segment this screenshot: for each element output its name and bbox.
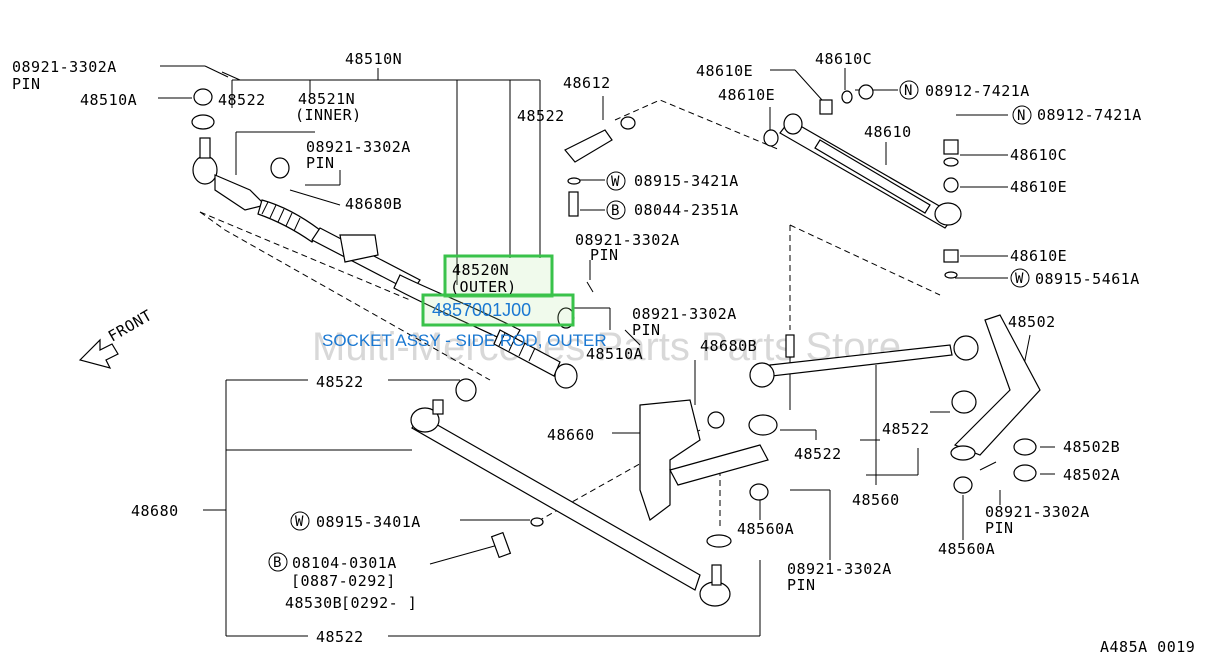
label-pin-number: 08921-3302A <box>787 560 892 578</box>
label-date-range: [0887-0292] <box>291 572 396 590</box>
label-48680B: 48680B <box>345 195 402 213</box>
label-pin: PIN <box>590 246 619 264</box>
label-48502B: 48502B <box>1063 438 1120 456</box>
small-hardware <box>191 71 636 402</box>
label-48680B: 48680B <box>700 337 757 355</box>
diagram-label: N <box>904 83 913 99</box>
label-nut: 08912-7421A <box>925 82 1030 100</box>
label-48610C: 48610C <box>1010 146 1067 164</box>
washer-symbol <box>290 511 310 531</box>
label-pin-number: 08921-3302A <box>306 138 411 156</box>
front-label: FRONT <box>105 306 155 345</box>
label-48560: 48560 <box>852 491 900 509</box>
label-washer: 08915-5461A <box>1035 270 1140 288</box>
tie-rod-inner-assembly <box>192 137 321 243</box>
label-pin: PIN <box>787 576 816 594</box>
label-48520N[interactable]: 48520N <box>452 261 509 279</box>
diagram-label: W <box>611 174 620 190</box>
label-date-range: [0292- ] <box>341 594 417 612</box>
leader-lines <box>158 65 1055 637</box>
highlight-box-part[interactable] <box>421 293 575 327</box>
label-48510A: 48510A <box>586 345 643 363</box>
label-48610E: 48610E <box>696 62 753 80</box>
nut-symbol <box>899 80 919 100</box>
label-outer: (OUTER) <box>450 278 517 296</box>
washer-symbol <box>1010 268 1030 288</box>
label-48610E: 48610E <box>1010 247 1067 265</box>
diagram-label: B <box>611 203 620 219</box>
figure-code: A485A 0019 <box>1100 638 1195 656</box>
label-washer: 08915-3401A <box>316 513 421 531</box>
label-48522: 48522 <box>316 373 364 391</box>
diagram-label: N <box>1017 108 1026 124</box>
diagram-label: W <box>295 514 304 530</box>
label-48610E: 48610E <box>1010 178 1067 196</box>
label-pin: PIN <box>12 75 41 93</box>
label-48522: 48522 <box>882 420 930 438</box>
label-48560A: 48560A <box>737 520 794 538</box>
label-48610E: 48610E <box>718 86 775 104</box>
label-pin: PIN <box>306 154 335 172</box>
label-48610C: 48610C <box>815 50 872 68</box>
bolt-symbol <box>606 200 626 220</box>
label-pin-number: 08921-3302A <box>575 231 680 249</box>
label-48522: 48522 <box>517 107 565 125</box>
nut-symbol <box>1012 105 1032 125</box>
label-inner: (INNER) <box>295 106 362 124</box>
label-48521N: 48521N <box>298 90 355 108</box>
tie-rod-center <box>311 227 578 389</box>
label-pin: PIN <box>632 321 661 339</box>
label-bolt: 08044-2351A <box>634 201 739 219</box>
diagram-label: W <box>1015 271 1024 287</box>
highlight-part-description: SOCKET ASSY - SIDE ROD, OUTER <box>322 331 607 350</box>
label-48502A: 48502A <box>1063 466 1120 484</box>
washer-symbol <box>606 171 626 191</box>
label-48680: 48680 <box>131 502 179 520</box>
label-48510N: 48510N <box>345 50 402 68</box>
idler-and-pitman <box>639 314 1041 548</box>
highlight-part-number[interactable]: 4857001J00 <box>432 300 531 320</box>
highlight-box-48520N[interactable] <box>443 254 554 298</box>
label-washer: 08915-3421A <box>634 172 739 190</box>
label-48502: 48502 <box>1008 313 1056 331</box>
steering-damper <box>763 84 962 279</box>
label-48510A: 48510A <box>80 91 137 109</box>
label-48560A: 48560A <box>938 540 995 558</box>
label-48522: 48522 <box>316 628 364 646</box>
label-48530B: 48530B <box>285 594 342 612</box>
diagram-label: B <box>273 555 282 571</box>
label-48612: 48612 <box>563 74 611 92</box>
label-48660: 48660 <box>547 426 595 444</box>
bolt-symbol <box>268 552 288 572</box>
label-48522: 48522 <box>218 91 266 109</box>
part-labels: 48510N 08921-3302A PIN 48510A 48522 4852… <box>12 50 1195 656</box>
symbol-circles: W B N N W W B <box>268 80 1032 572</box>
relay-rod-48680 <box>410 399 731 607</box>
label-48610: 48610 <box>864 123 912 141</box>
label-pin-number: 08921-3302A <box>985 503 1090 521</box>
front-arrow: FRONT <box>78 306 155 369</box>
label-48522: 48522 <box>794 445 842 463</box>
label-pin-number: 08921-3302A <box>632 305 737 323</box>
label-pin-number: 08921-3302A <box>12 58 117 76</box>
label-nut: 08912-7421A <box>1037 106 1142 124</box>
label-bolt: 08104-0301A <box>292 554 397 572</box>
label-pin: PIN <box>985 519 1014 537</box>
